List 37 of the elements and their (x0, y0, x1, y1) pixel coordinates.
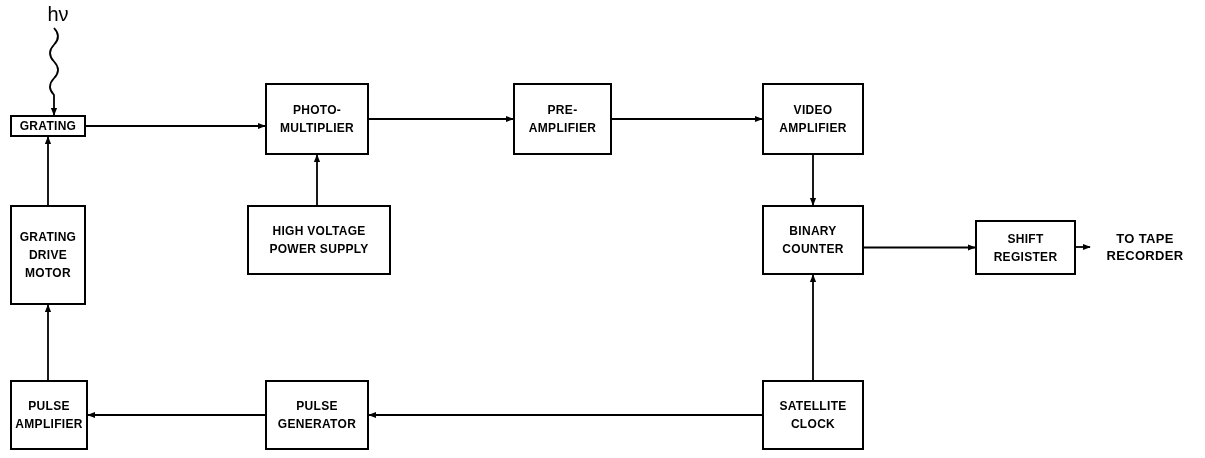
process-box (10, 205, 86, 305)
arrow (87, 411, 266, 419)
arrow (313, 154, 321, 206)
process-box (762, 205, 864, 275)
process-box (513, 83, 612, 155)
box-label: PHOTO- MULTIPLIER (278, 102, 356, 137)
process-box (975, 220, 1076, 275)
arrow (44, 136, 52, 206)
process-box (10, 380, 88, 450)
process-box (10, 115, 86, 137)
arrow (85, 122, 266, 130)
box-label: BINARY COUNTER (781, 223, 845, 258)
process-box (247, 205, 391, 275)
process-box (265, 380, 369, 450)
arrow (368, 115, 514, 123)
arrow (863, 244, 976, 251)
box-label: GRATING (18, 118, 78, 135)
box-label: GRATING DRIVE MOTOR (18, 229, 78, 282)
box-label: PULSE AMPLIFIER (14, 398, 84, 433)
box-label: PRE- AMPLIFIER (527, 102, 598, 137)
process-box (762, 380, 864, 450)
box-label: PULSE GENERATOR (276, 398, 358, 433)
arrow (809, 274, 817, 381)
box-label: HIGH VOLTAGE POWER SUPPLY (268, 223, 370, 258)
box-label: SHIFT REGISTER (992, 230, 1059, 266)
arrow (1075, 243, 1091, 251)
process-box (762, 83, 864, 155)
box-label: VIDEO AMPLIFIER (778, 102, 848, 137)
arrow (611, 115, 763, 123)
box-label: SATELLITE CLOCK (778, 398, 848, 433)
process-box (265, 83, 369, 155)
arrow (44, 304, 52, 381)
wavy-arrow (49, 27, 59, 116)
arrow (368, 411, 763, 419)
signal-label: hν (40, 2, 76, 26)
signal-label: TO TAPE RECORDER (1090, 228, 1200, 266)
arrow (809, 154, 817, 206)
